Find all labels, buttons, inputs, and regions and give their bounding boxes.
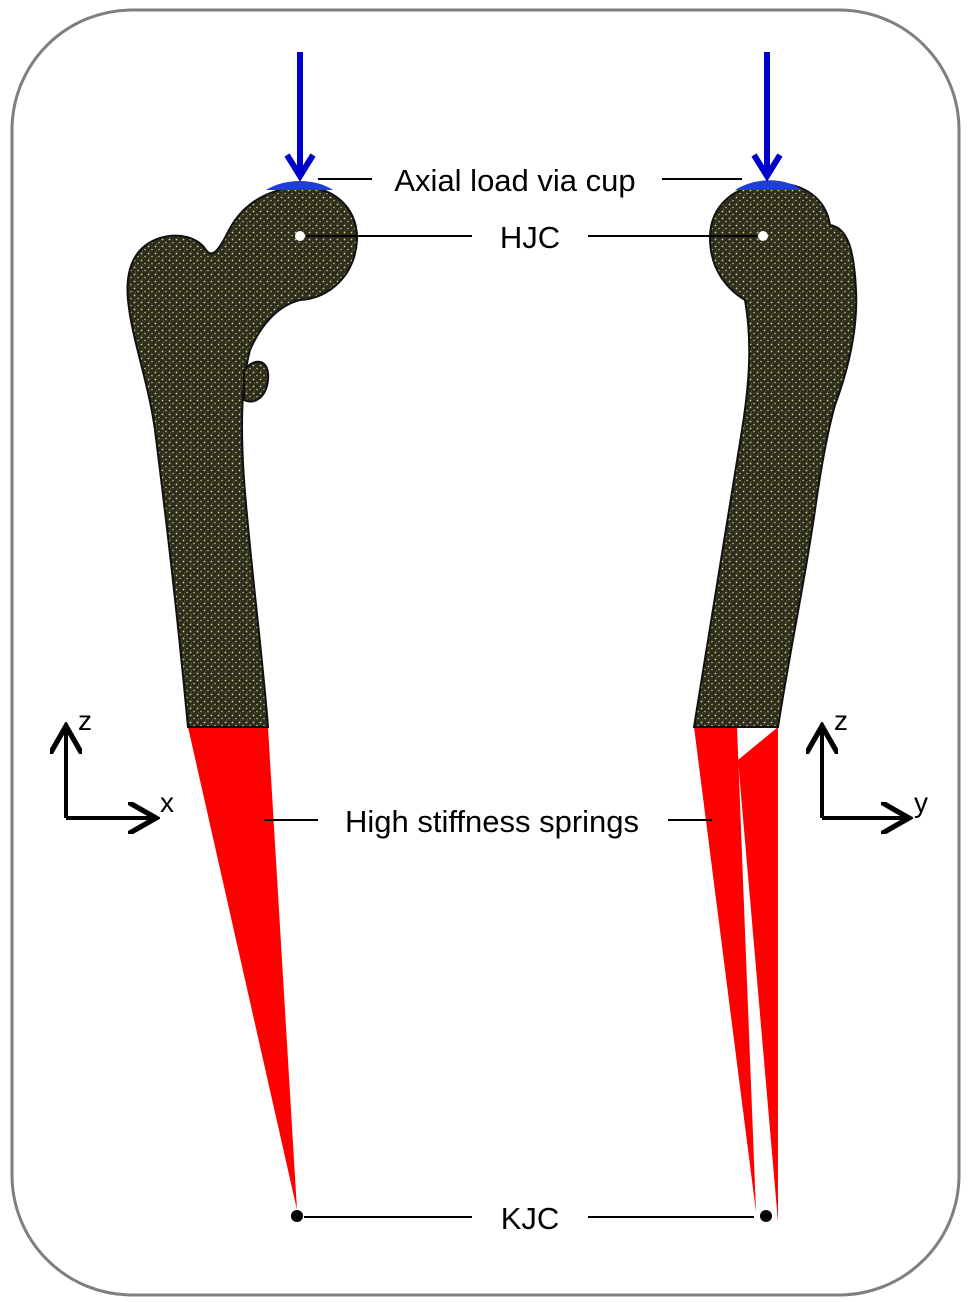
springs-label: High stiffness springs	[345, 804, 639, 839]
left-hjc-point	[295, 231, 305, 241]
load-label: Axial load via cup	[394, 163, 635, 198]
right-kjc-point	[760, 1210, 772, 1222]
left-kjc-point	[291, 1210, 303, 1222]
right-hjc-point	[758, 231, 768, 241]
kjc-label: KJC	[501, 1201, 560, 1236]
hjc-label: HJC	[500, 220, 560, 255]
right-z-label: z	[834, 705, 848, 736]
left-z-label: z	[78, 705, 92, 736]
left-x-label: x	[160, 787, 174, 818]
right-y-label: y	[914, 787, 928, 818]
